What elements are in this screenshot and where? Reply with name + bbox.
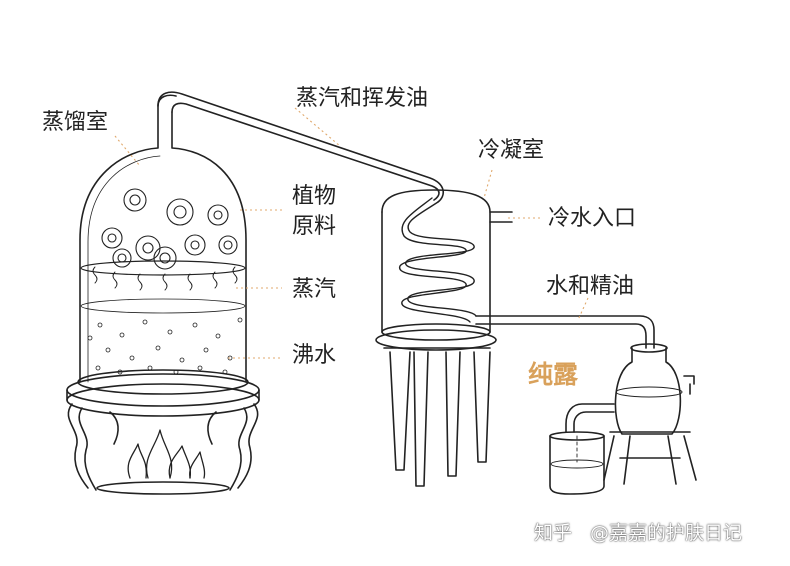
steam-wisps [93, 267, 237, 290]
condenser-coil [400, 198, 476, 322]
label-water-oil: 水和精油 [546, 276, 634, 298]
label-steam-oil: 蒸汽和挥发油 [296, 88, 428, 110]
label-boiling-water: 沸水 [292, 345, 336, 367]
condenser-legs [384, 348, 490, 486]
separator-flask [604, 344, 696, 484]
label-cold-water-in: 冷水入口 [548, 208, 636, 230]
watermark-platform: 知乎 [534, 524, 572, 543]
beaker [550, 432, 604, 494]
plant-material [102, 189, 237, 269]
spout [566, 404, 614, 432]
fire [128, 430, 204, 478]
outlet-pipe [476, 316, 654, 348]
label-still-chamber: 蒸馏室 [42, 112, 108, 134]
label-condenser: 冷凝室 [478, 140, 544, 162]
boiling-bubbles [88, 318, 242, 374]
label-plant-line1: 植物 [292, 186, 336, 208]
label-hydrosol: 纯露 [528, 362, 578, 387]
label-steam: 蒸汽 [292, 279, 336, 301]
label-plant-line2: 原料 [292, 216, 336, 238]
still-stand [68, 404, 257, 494]
condenser-vessel [376, 190, 512, 350]
watermark-author: @嘉嘉的护肤日记 [590, 524, 742, 543]
